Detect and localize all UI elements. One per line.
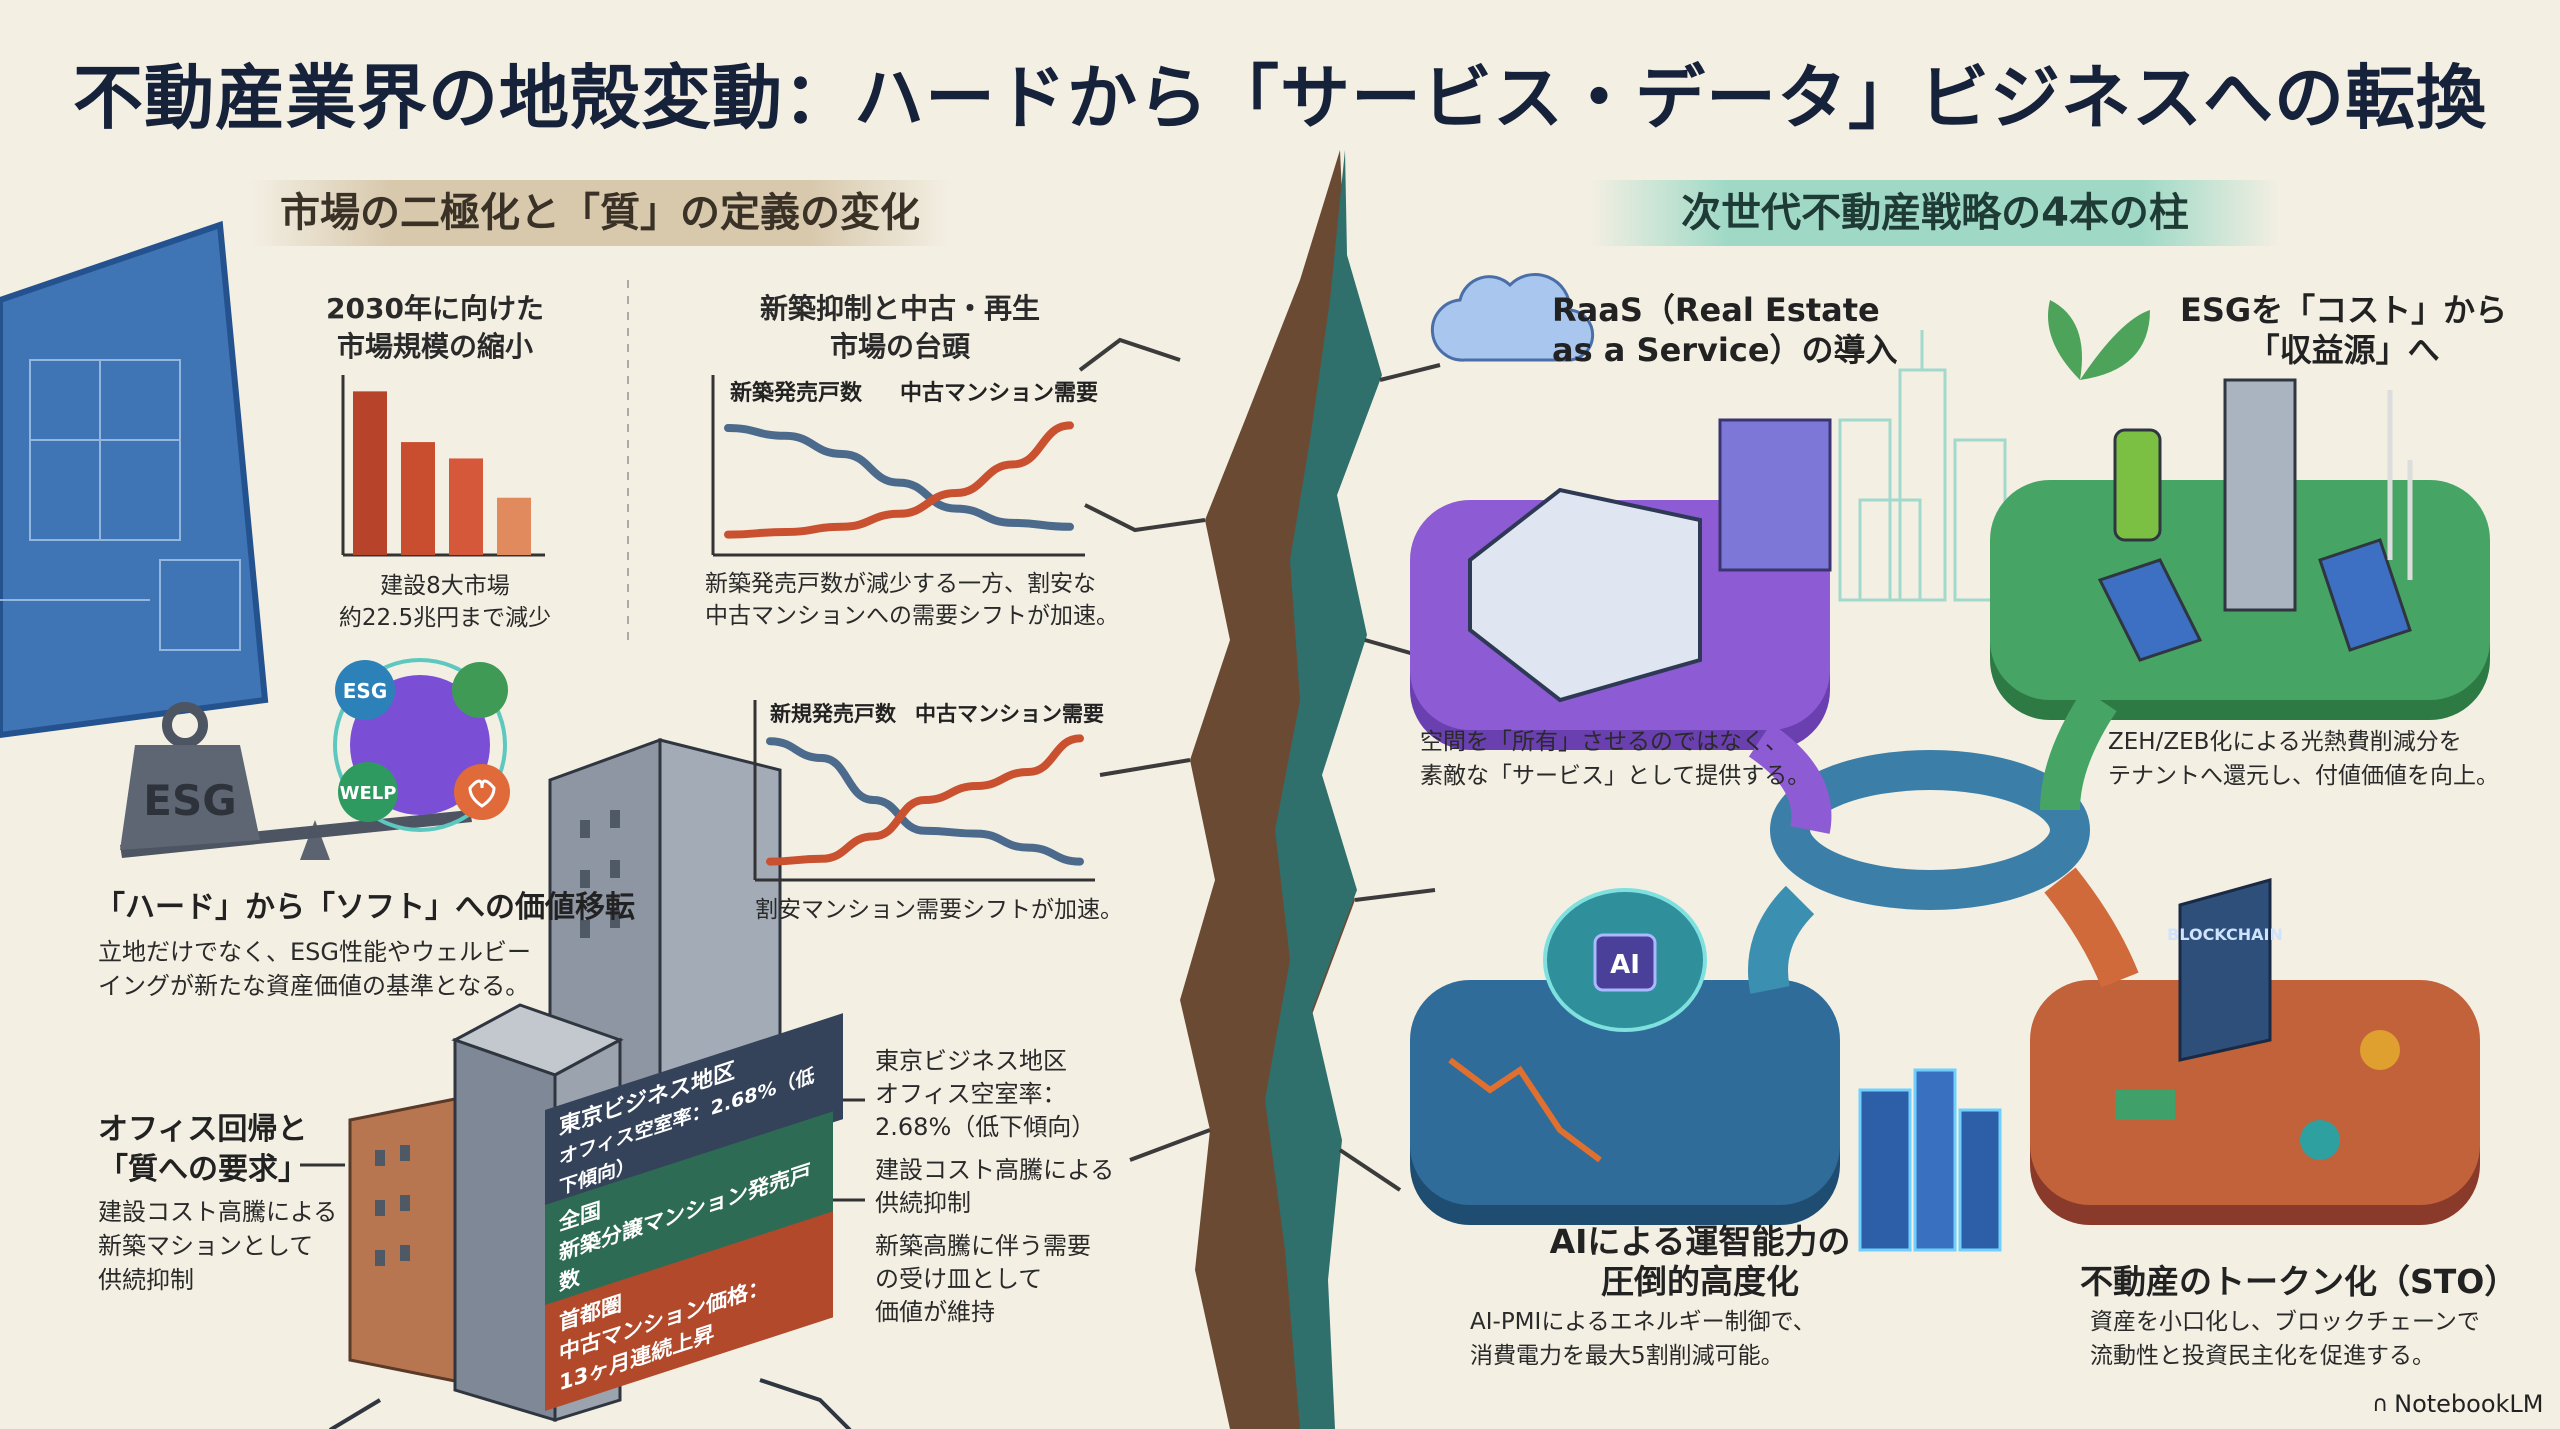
ai-chip-label: AI	[1610, 950, 1640, 980]
esg-title-line: 「収益源」へ	[2247, 331, 2440, 369]
office-heading: オフィス回帰と 「質への要求」	[98, 1110, 308, 1190]
ai-title: AIによる運智能力の 圧倒的高度化	[1480, 1222, 1920, 1302]
value-shift-heading: 「ハード」から「ソフト」への価値移転	[95, 890, 635, 925]
bar-chart	[341, 375, 545, 557]
line-chart-2	[753, 700, 1095, 882]
raas-platform	[1410, 273, 1832, 750]
callout-line: 2.68%（低下傾向）	[875, 1113, 1096, 1141]
raas-title-line: as a Service）の導入	[1552, 331, 1898, 369]
raas-body-line: 素敵な「サービス」として提供する。	[1420, 763, 1811, 789]
callout-line: 新築高騰に伴う需要	[875, 1232, 1091, 1260]
badge-welp: WELP	[340, 783, 397, 804]
raas-title: RaaS（Real Estate as a Service）の導入	[1552, 290, 1898, 370]
office-body: 建設コスト高騰による 新築マションとして 供続抑制	[98, 1195, 337, 1297]
esg-scale-illustration: ESG ESG WELP	[120, 658, 510, 860]
bar-chart-caption-line: 建設8大市場	[380, 573, 510, 599]
vacancy-callout: 東京ビジネス地区 オフィス空室率： 2.68%（低下傾向） 建設コスト高騰による…	[875, 1045, 1114, 1329]
callout-line: 建設コスト高騰による	[875, 1156, 1115, 1184]
data-tower-illustration	[1858, 1068, 2002, 1252]
esg-platform	[1990, 300, 2490, 720]
ai-title-line: AIによる運智能力の	[1549, 1222, 1851, 1261]
weight-label: ESG	[143, 776, 236, 825]
series-line-0	[766, 737, 1084, 866]
series-line-0	[724, 424, 1074, 531]
line-chart-1-legend-a: 新築発売戸数	[730, 381, 863, 406]
blueprint-illustration	[0, 220, 269, 739]
bar-4	[497, 497, 531, 555]
notebooklm-logo-icon: ∩	[2372, 1391, 2389, 1417]
bar-1	[353, 391, 387, 555]
page-title: 不動産業界の地殻変動：ハードから「サービス・データ」ビジネスへの転換	[73, 57, 2487, 139]
series-line-1	[766, 734, 1084, 866]
ai-title-line: 圧倒的高度化	[1601, 1262, 1799, 1301]
raas-title-line: RaaS（Real Estate	[1552, 291, 1880, 329]
bar-chart-title-line: 2030年に向けた	[326, 292, 544, 325]
ai-platform: AI	[1410, 888, 1840, 1225]
sto-body: 資産を小口化し、ブロックチェーンで 流動性と投資民主化を促進する。	[2090, 1305, 2480, 1373]
callout-line: の受け皿として	[875, 1265, 1043, 1293]
watermark-text: NotebookLM	[2394, 1390, 2544, 1418]
bar-2	[401, 442, 435, 555]
line-chart-1	[711, 375, 1085, 557]
office-body-line: 供続抑制	[98, 1266, 194, 1294]
series-line-1	[724, 421, 1074, 539]
ai-body-line: AI-PMIによるエネルギー制御で、	[1470, 1309, 1816, 1335]
line-chart-1-title-line: 新築抑制と中古・再生	[759, 292, 1040, 325]
value-shift-body-line: イングが新たな資産価値の基準となる。	[98, 972, 530, 1000]
bar-chart-title: 2030年に向けた 市場規模の縮小	[300, 290, 570, 366]
city-skyline-illustration	[1838, 330, 2007, 602]
raas-body-line: 空間を「所有」させるのではなく、	[1420, 729, 1788, 755]
office-body-line: 建設コスト高騰による	[98, 1198, 338, 1226]
sto-body-line: 資産を小口化し、ブロックチェーンで	[2090, 1309, 2480, 1335]
line-chart-1-legend-b: 中古マンション需要	[900, 381, 1099, 406]
line-chart-2-caption: 割安マンション需要シフトが加速。	[755, 897, 1123, 923]
office-body-line: 新築マションとして	[98, 1232, 314, 1260]
ai-body-line: 消費電力を最大5割削減可能。	[1470, 1343, 1784, 1369]
office-heading-line: オフィス回帰と	[98, 1112, 308, 1147]
office-heading-line: 「質への要求」	[98, 1152, 308, 1187]
raas-body: 空間を「所有」させるのではなく、 素敵な「サービス」として提供する。	[1420, 725, 1810, 793]
blockchain-screen-label: BLOCKCHAIN	[2167, 925, 2283, 944]
callout-line: 価値が維持	[875, 1298, 995, 1326]
line-chart-1-caption-line: 新築発売戸数が減少する一方、割安な	[705, 571, 1096, 597]
bar-chart-caption: 建設8大市場 約22.5兆円まで減少	[300, 570, 590, 634]
line-chart-2-legend-b: 中古マンション需要	[915, 702, 1104, 726]
line-chart-1-caption: 新築発売戸数が減少する一方、割安な 中古マンションへの需要シフトが加速。	[705, 568, 1125, 632]
bar-chart-caption-line: 約22.5兆円まで減少	[338, 605, 552, 631]
esg-title: ESGを「コスト」から 「収益源」へ	[2180, 290, 2507, 370]
central-ring	[1748, 688, 2139, 994]
callout-line: オフィス空室率：	[875, 1080, 1067, 1108]
left-section-banner: 市場の二極化と「質」の定義の変化	[250, 180, 950, 246]
sto-platform: BLOCKCHAIN	[2030, 878, 2480, 1225]
badge-esg: ESG	[343, 679, 387, 703]
sto-title: 不動産のトークン化（STO）	[2080, 1262, 2518, 1301]
value-shift-body-line: 立地だけでなく、ESG性能やウェルビー	[98, 938, 531, 966]
line-chart-2-legend-a: 新規発売戸数	[770, 702, 896, 726]
line-chart-1-title-line: 市場の台頭	[829, 330, 970, 363]
callout-line: 供続抑制	[875, 1189, 971, 1217]
ai-body: AI-PMIによるエネルギー制御で、 消費電力を最大5割削減可能。	[1470, 1305, 1816, 1373]
esg-title-line: ESGを「コスト」から	[2180, 291, 2508, 329]
right-section-banner: 次世代不動産戦略の4本の柱	[1590, 180, 2280, 246]
value-shift-body: 立地だけでなく、ESG性能やウェルビー イングが新たな資産価値の基準となる。	[98, 935, 531, 1003]
bar-3	[449, 458, 483, 555]
esg-body-line: ZEH/ZEB化による光熱費削減分を	[2108, 729, 2462, 755]
sto-body-line: 流動性と投資民主化を促進する。	[2090, 1343, 2435, 1369]
crack-illustration	[1078, 150, 1441, 1429]
callout-line: 東京ビジネス地区	[875, 1047, 1067, 1075]
esg-body: ZEH/ZEB化による光熱費削減分を テナントへ還元し、付値価値を向上。	[2108, 725, 2499, 793]
notebooklm-watermark: ∩ NotebookLM	[2372, 1390, 2544, 1418]
esg-body-line: テナントへ還元し、付値価値を向上。	[2108, 763, 2499, 789]
line-chart-1-caption-line: 中古マンションへの需要シフトが加速。	[705, 603, 1119, 629]
line-chart-1-title: 新築抑制と中古・再生 市場の台頭	[700, 290, 1100, 366]
bar-chart-title-line: 市場規模の縮小	[336, 330, 533, 363]
